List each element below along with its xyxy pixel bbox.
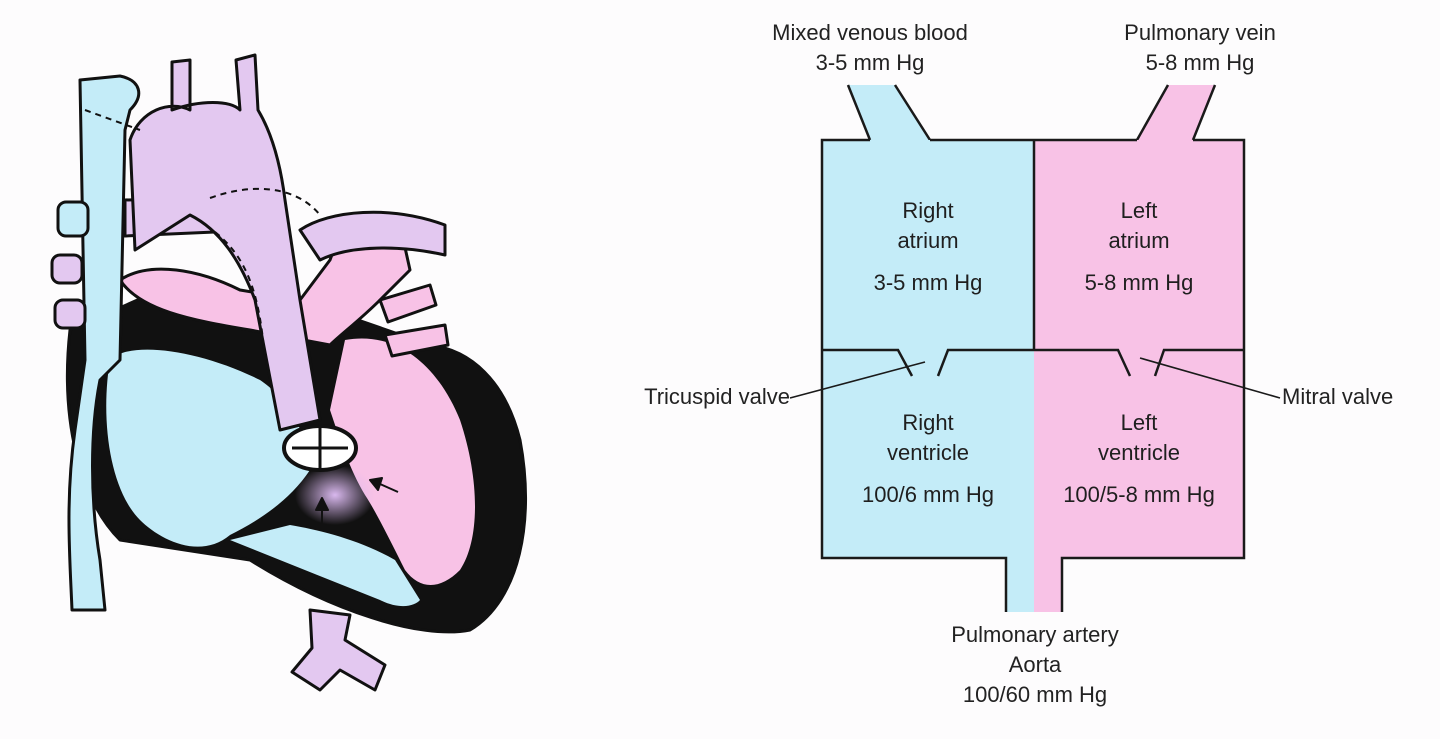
- pulmonary-artery-branch: [298, 210, 447, 262]
- left-atrium-box: [1034, 140, 1244, 350]
- dashed-path-3: [214, 231, 266, 361]
- inflow-outline-left: [846, 84, 932, 141]
- left-ventricle-shape: [330, 338, 475, 585]
- right-ventricle-shape: [106, 349, 310, 547]
- left-atrium-label: Left atrium 5-8 mm Hg: [1034, 196, 1244, 298]
- pulmonary-artery-text: Pulmonary artery: [951, 622, 1119, 647]
- dashed-path-2: [209, 187, 321, 216]
- right-atrium-box: [822, 140, 1034, 350]
- outflow-label: Pulmonary artery Aorta 100/60 mm Hg: [900, 620, 1170, 710]
- pulmonary-vein-upper: [378, 283, 438, 324]
- aortic-valve-leaflets: [292, 428, 348, 468]
- heart-illustration: [50, 53, 528, 692]
- right-ventricle-label: Right ventricle 100/6 mm Hg: [822, 408, 1034, 510]
- left-ventricle-line1: Left: [1120, 410, 1158, 435]
- pulmonary-vein-inflow: [1137, 85, 1215, 140]
- aortic-arch: [128, 53, 322, 432]
- left-ventricle-box: [1034, 350, 1244, 558]
- right-atrium-pressure: 3-5 mm Hg: [873, 270, 983, 295]
- right-atrium-label: Right atrium 3-5 mm Hg: [822, 196, 1034, 298]
- left-ventricle-pressure: 100/5-8 mm Hg: [1063, 482, 1215, 507]
- vessel-stub-1: [56, 200, 90, 238]
- tricuspid-valve-label: Tricuspid valve: [644, 384, 790, 409]
- pulmonary-vein-label: Pulmonary vein 5-8 mm Hg: [1080, 18, 1320, 78]
- schematic-outlines: [820, 138, 1246, 612]
- tricuspid-leader: [789, 361, 926, 399]
- outflow-pressure: 100/60 mm Hg: [962, 682, 1108, 707]
- outflow-blue: [1006, 556, 1034, 612]
- vessel-stub-2: [50, 253, 84, 285]
- descending-vessel: [290, 608, 387, 692]
- mixed-venous-name: Mixed venous blood: [772, 20, 968, 45]
- mitral-valve-label: Mitral valve: [1282, 384, 1394, 409]
- outflow-pink: [1034, 556, 1062, 612]
- inflow-outline-right: [1135, 84, 1217, 141]
- septal-defect-mixing: [295, 465, 375, 525]
- aorta-text: Aorta: [1008, 652, 1062, 677]
- left-atrium-line2: atrium: [1108, 228, 1170, 253]
- right-atrium-line1: Right: [902, 198, 954, 223]
- flow-arrows: [315, 477, 399, 530]
- dashed-path-1: [84, 109, 141, 131]
- mixed-venous-pressure: 3-5 mm Hg: [815, 50, 925, 75]
- right-ventricle-line1: Right: [902, 410, 954, 435]
- right-ventricle-box: [822, 350, 1034, 558]
- left-ventricle-label: Left ventricle 100/5-8 mm Hg: [1034, 408, 1244, 510]
- left-atrium-pressure: 5-8 mm Hg: [1084, 270, 1194, 295]
- right-ventricle-line2: ventricle: [887, 440, 969, 465]
- pulmonary-vein-pressure: 5-8 mm Hg: [1145, 50, 1255, 75]
- left-ventricle-line2: ventricle: [1098, 440, 1180, 465]
- mixed-venous-inflow: [848, 85, 930, 140]
- mitral-leader: [1139, 357, 1281, 399]
- right-ventricle-lower: [230, 525, 420, 607]
- mixed-venous-label: Mixed venous blood 3-5 mm Hg: [740, 18, 1000, 78]
- right-ventricle-pressure: 100/6 mm Hg: [861, 482, 995, 507]
- left-atrium-line1: Left: [1120, 198, 1158, 223]
- right-atrium-line2: atrium: [897, 228, 959, 253]
- vessel-stub-3: [53, 298, 87, 330]
- pulmonary-vein-lower: [383, 323, 450, 358]
- pulmonary-vein-name: Pulmonary vein: [1124, 20, 1276, 45]
- schematic: [789, 84, 1281, 612]
